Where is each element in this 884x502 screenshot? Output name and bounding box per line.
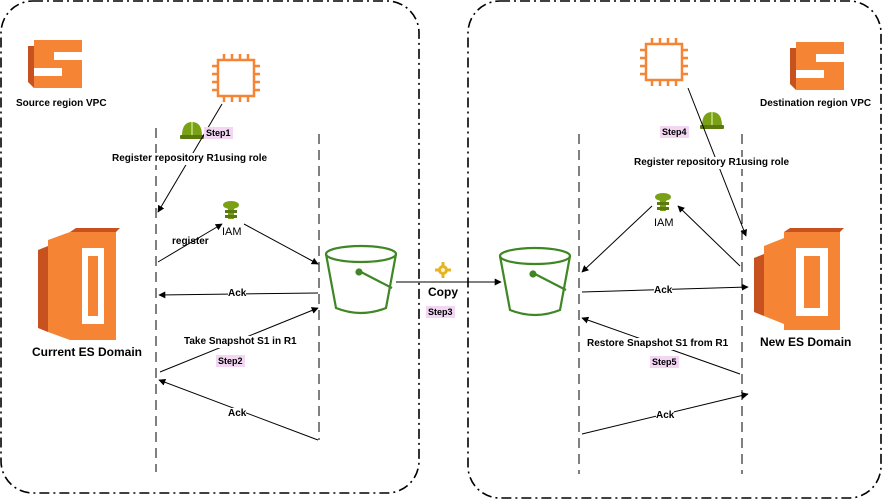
es-domain-icon-destination [754, 228, 844, 330]
copy-label: Copy [428, 285, 458, 299]
current-es-domain-label: Current ES Domain [32, 345, 143, 359]
s3-bucket-icon-destination [498, 246, 572, 317]
step1-badge: Step1 [204, 127, 233, 139]
s3-bucket-icon-source [324, 244, 398, 315]
new-es-domain-label: New ES Domain [760, 335, 852, 349]
es-domain-icon-source [38, 228, 120, 340]
vpc-icon-source [28, 40, 82, 88]
dest-iam-label: IAM [654, 217, 674, 229]
destination-region-label: Destination region VPC [760, 98, 872, 109]
arrow-iam-to-bucket [243, 223, 319, 265]
helmet-icon-destination [700, 112, 724, 129]
destination-region-vpc-box [467, 0, 882, 499]
source-ack-top-label: Ack [228, 288, 247, 300]
step3-badge: Step3 [426, 306, 455, 318]
copy-gear-icon [435, 262, 451, 278]
vpc-icon-destination [790, 42, 844, 90]
register-label: register [172, 236, 209, 247]
arrow-domain-to-iam [677, 205, 741, 267]
iam-icon-source [223, 201, 239, 219]
step5-badge: Step5 [650, 356, 679, 368]
source-register-role-label: Register repository R1using role [112, 153, 268, 165]
take-snapshot-label: Take Snapshot S1 in R1 [184, 336, 297, 348]
arrow-register-to-iam [157, 223, 223, 263]
iam-icon-destination [655, 193, 671, 211]
step2-badge: Step2 [216, 355, 245, 367]
arrow-iam-to-dest-bucket [581, 205, 653, 273]
restore-snapshot-label: Restore Snapshot S1 from R1 [587, 338, 729, 350]
dest-register-role-label: Register repository R1using role [634, 157, 790, 169]
source-region-label: Source region VPC [16, 98, 107, 109]
source-ack-bottom-label: Ack [228, 408, 247, 420]
chip-icon-destination [640, 38, 688, 86]
helmet-icon-source [180, 122, 204, 139]
source-region-vpc-box [0, 0, 420, 494]
source-iam-label: IAM [222, 226, 242, 238]
dest-ack-top-label: Ack [654, 285, 673, 297]
dest-ack-bottom-label: Ack [656, 410, 675, 422]
step4-badge: Step4 [660, 126, 689, 138]
chip-icon-source [212, 54, 260, 102]
